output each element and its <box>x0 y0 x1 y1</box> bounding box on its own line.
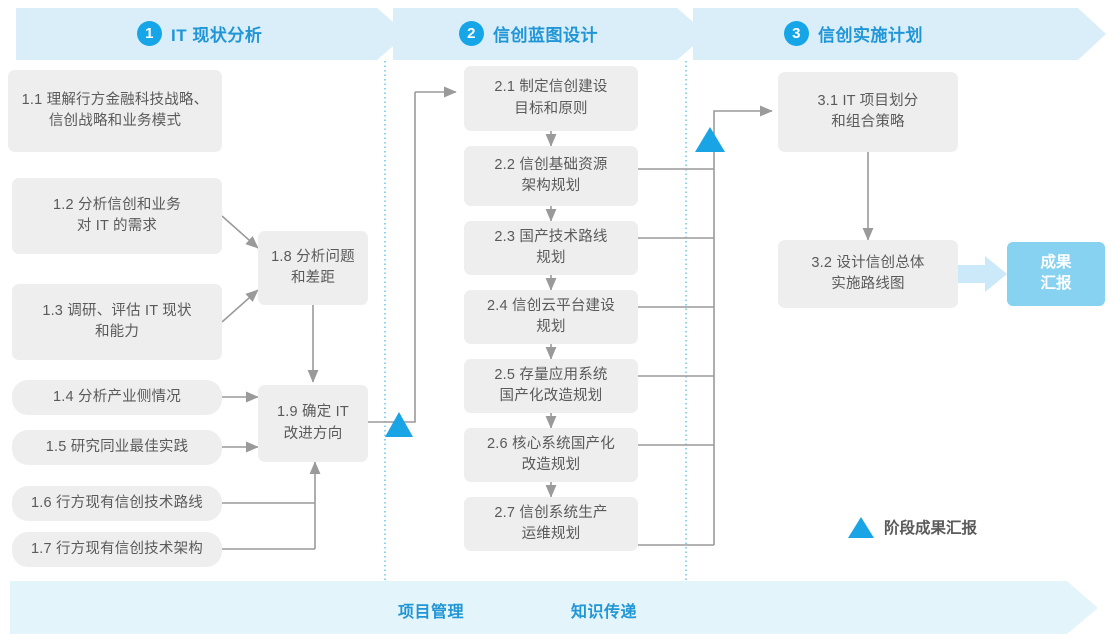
footer-label-project-management[interactable]: 项目管理 <box>398 604 465 621</box>
node-2-3[interactable]: 2.3 国产技术路线 规划 <box>464 221 638 275</box>
node-2-4[interactable]: 2.4 信创云平台建设 规划 <box>464 290 638 344</box>
phase-number-1: 1 <box>137 21 162 46</box>
node-3-2[interactable]: 3.2 设计信创总体 实施路线图 <box>778 240 958 308</box>
phase-number-3: 3 <box>784 21 809 46</box>
node-1-5[interactable]: 1.5 研究同业最佳实践 <box>12 430 222 465</box>
footer-label-knowledge-transfer[interactable]: 知识传递 <box>571 604 638 621</box>
node-2-5[interactable]: 2.5 存量应用系统 国产化改造规划 <box>464 359 638 413</box>
phase-title-1: IT 现状分析 <box>171 26 263 45</box>
connectors-phase2-bus <box>638 105 773 546</box>
milestone-triangle-phase2 <box>695 127 725 152</box>
node-2-7[interactable]: 2.7 信创系统生产 运维规划 <box>464 497 638 551</box>
phase-header-2[interactable]: 2 信创蓝图设计 <box>459 21 598 46</box>
phase-header-1[interactable]: 1 IT 现状分析 <box>137 21 262 46</box>
phase-header-3[interactable]: 3 信创实施计划 <box>784 21 923 46</box>
node-1-7[interactable]: 1.7 行方现有信创技术架构 <box>12 532 222 567</box>
legend-label: 阶段成果汇报 <box>884 520 978 537</box>
node-1-8[interactable]: 1.8 分析问题 和差距 <box>258 231 368 305</box>
connector-phase1-to-phase2 <box>368 86 457 423</box>
footer-band <box>10 581 1098 634</box>
node-1-9[interactable]: 1.9 确定 IT 改进方向 <box>258 385 368 462</box>
result-arrow-icon <box>958 256 1007 292</box>
triangle-up-icon <box>848 516 874 538</box>
node-2-6[interactable]: 2.6 核心系统国产化 改造规划 <box>464 428 638 482</box>
result-report-badge[interactable]: 成果 汇报 <box>1007 242 1105 306</box>
node-1-1[interactable]: 1.1 理解行方金融科技战略、 信创战略和业务模式 <box>8 70 222 152</box>
node-2-1[interactable]: 2.1 制定信创建设 目标和原则 <box>464 66 638 131</box>
phase-title-3: 信创实施计划 <box>818 26 923 45</box>
legend-milestone: 阶段成果汇报 <box>848 516 977 538</box>
node-1-6[interactable]: 1.6 行方现有信创技术路线 <box>12 486 222 521</box>
node-3-1[interactable]: 3.1 IT 项目划分 和组合策略 <box>778 72 958 152</box>
phase-number-2: 2 <box>459 21 484 46</box>
node-1-3[interactable]: 1.3 调研、评估 IT 现状 和能力 <box>12 284 222 360</box>
node-2-2[interactable]: 2.2 信创基础资源 架构规划 <box>464 146 638 206</box>
phase-title-2: 信创蓝图设计 <box>493 26 598 45</box>
node-1-2[interactable]: 1.2 分析信创和业务 对 IT 的需求 <box>12 178 222 254</box>
milestone-triangle-phase1 <box>385 412 413 437</box>
node-1-4[interactable]: 1.4 分析产业侧情况 <box>12 380 222 415</box>
